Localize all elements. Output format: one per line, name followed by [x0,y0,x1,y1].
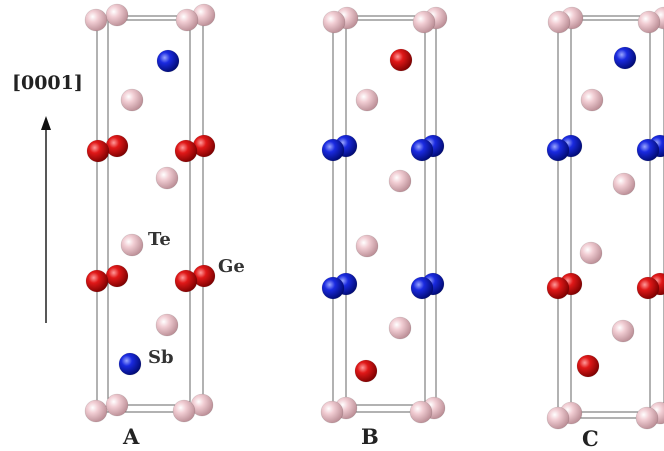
sb-atom [636,138,660,162]
ge-atom-label: Ge [218,256,245,277]
ge-atom [174,269,198,293]
direction-label: [0001] [12,72,83,94]
sb-atom [546,138,570,162]
sb-atom [118,352,142,376]
te-atom [320,400,344,424]
te-atom [409,400,433,424]
ge-atom [105,134,129,158]
panel-b-label: B [361,424,379,449]
sb-atom-label: Sb [148,347,174,368]
ge-atom [636,276,660,300]
te-atom [84,8,108,32]
te-atom [84,399,108,423]
te-atom [635,406,659,430]
te-atom [105,393,129,417]
ge-atom [576,354,600,378]
te-atom [155,166,179,190]
panel-c-structure [546,6,664,430]
panel-c-label: C [582,426,599,451]
te-atom [172,399,196,423]
te-atom [105,3,129,27]
sb-atom [613,46,637,70]
te-atom [120,233,144,257]
te-atom [412,10,436,34]
sb-atom [156,49,180,73]
te-atom-label: Te [148,229,171,250]
ge-atom [105,264,129,288]
te-atom [355,234,379,258]
sb-atom [410,138,434,162]
sb-atom [410,276,434,300]
ge-atom [174,139,198,163]
ge-atom [86,139,110,163]
ge-atom [546,276,570,300]
te-atom [355,88,379,112]
te-atom [546,406,570,430]
sb-atom [321,138,345,162]
te-atom [120,88,144,112]
te-atom [388,316,412,340]
te-atom [611,319,635,343]
te-atom [637,10,661,34]
te-atom [322,10,346,34]
te-atom [612,172,636,196]
c-axis-arrowhead [41,116,51,130]
ge-atom [354,359,378,383]
panel-a-label: A [123,424,140,449]
te-atom [388,169,412,193]
ge-atom [389,48,413,72]
te-atom [547,10,571,34]
panel-a-structure [84,3,216,423]
te-atom [175,8,199,32]
sb-atom [321,276,345,300]
te-atom [579,241,603,265]
te-atom [155,313,179,337]
ge-atom [85,269,109,293]
te-atom [580,88,604,112]
panel-b-structure [320,6,448,424]
